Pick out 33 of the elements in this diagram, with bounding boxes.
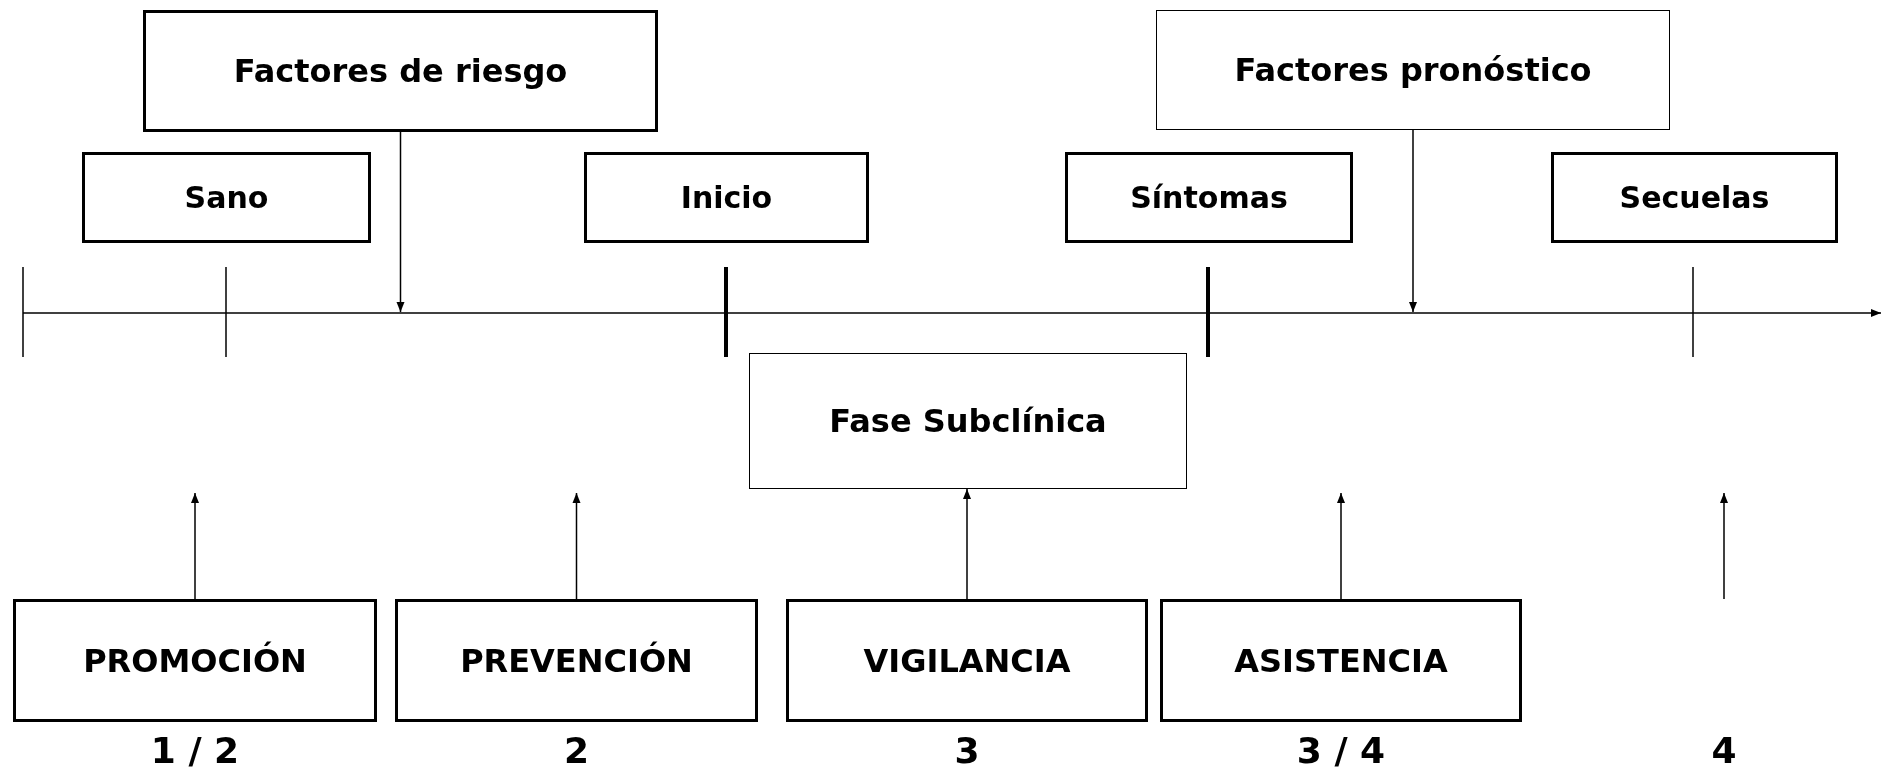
step-number: 3 [954, 730, 980, 770]
action-box [395, 599, 758, 722]
step-number: 1 / 2 [150, 730, 240, 770]
action-box [13, 599, 377, 722]
risk-factors-box [143, 10, 658, 132]
stage-box [82, 152, 371, 243]
box-label: PREVENCIÓN [460, 641, 693, 680]
box-label: PROMOCIÓN [83, 641, 307, 680]
box-label: Factores de riesgo [233, 52, 568, 90]
arrow [1409, 129, 1417, 313]
prognosis-factors-box [1156, 10, 1670, 130]
step-number: 3 / 4 [1296, 730, 1386, 770]
stage-box [1065, 152, 1353, 243]
action-box [786, 599, 1148, 722]
arrow [572, 492, 581, 600]
arrow [1337, 492, 1345, 600]
step-number: 4 [1711, 730, 1737, 770]
arrow [396, 131, 405, 313]
action-box [1160, 599, 1522, 722]
box-label: Secuelas [1619, 180, 1770, 215]
arrow [963, 488, 971, 600]
stage-box [584, 152, 869, 243]
box-label: Factores pronóstico [1234, 51, 1592, 89]
box-label: Síntomas [1130, 180, 1288, 215]
phase-box [749, 353, 1187, 489]
stage-box [1551, 152, 1838, 243]
arrow [191, 492, 199, 600]
box-label: Fase Subclínica [829, 402, 1107, 440]
box-label: VIGILANCIA [863, 641, 1071, 680]
box-label: Inicio [680, 180, 773, 215]
step-number: 2 [563, 730, 590, 770]
box-label: ASISTENCIA [1234, 641, 1448, 680]
box-label: Sano [184, 180, 269, 215]
